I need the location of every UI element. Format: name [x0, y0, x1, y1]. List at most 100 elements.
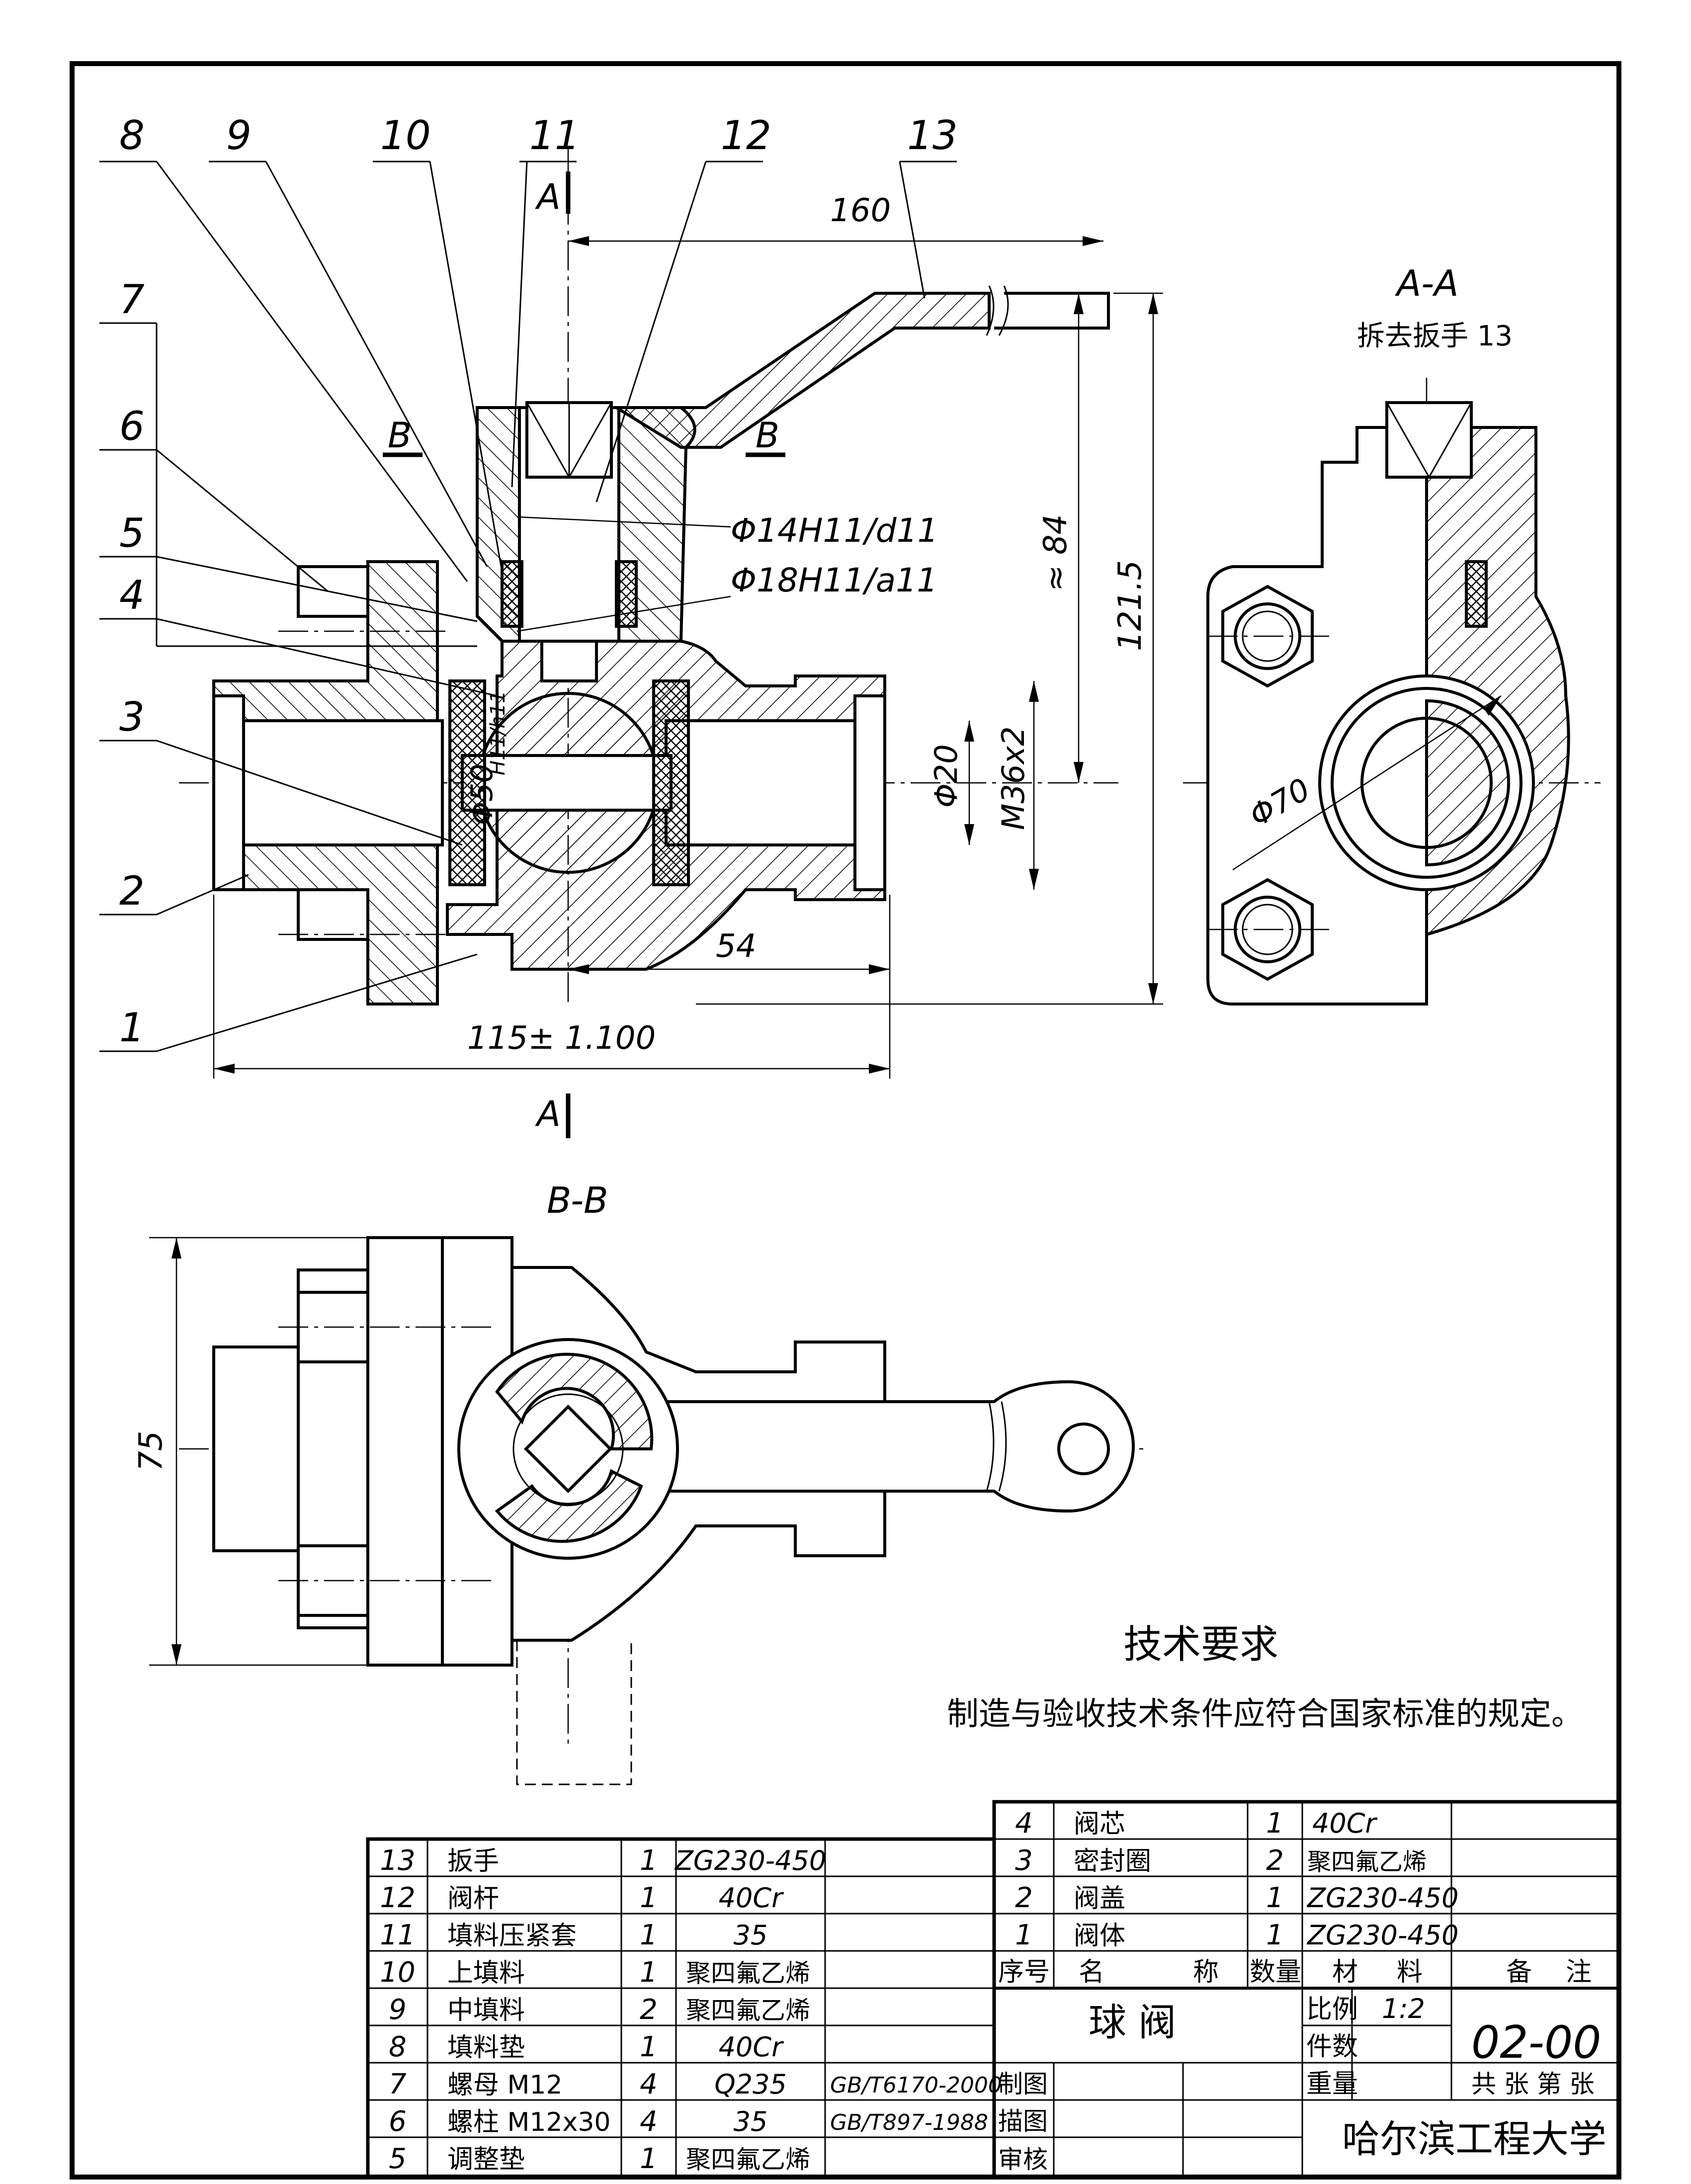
bom-right-rows: 4 阀芯 1 40Cr 3 密封圈 2 聚四氟乙烯 2 阀盖 1 ZG230-4… [998, 1807, 1592, 1987]
balloon-2: 2 [119, 868, 145, 914]
bom-qty: 1 [640, 1845, 658, 1877]
bom-mat: 聚四氟乙烯 [686, 2145, 810, 2174]
school-name: 哈尔滨工程大学 [1342, 2117, 1606, 2161]
balloon-12: 12 [721, 112, 771, 159]
tech-req-body: 制造与验收技术条件应符合国家标准的规定。 [947, 1696, 1583, 1733]
bom-qty: 1 [1266, 1919, 1284, 1951]
bom-no: 6 [389, 2105, 407, 2138]
scale-label: 比例 [1306, 1995, 1358, 2024]
bom-name: 阀芯 [1074, 1809, 1125, 1839]
bom-header-name-b: 称 [1193, 1957, 1219, 1987]
bom-name: 调整垫 [447, 2145, 525, 2175]
checked-label: 审核 [998, 2145, 1048, 2174]
balloon-9: 9 [226, 112, 252, 159]
fit-bonnet: Φ18H11/a11 [731, 561, 937, 599]
bom-no: 10 [380, 1956, 415, 1989]
bom-header-no: 序号 [998, 1957, 1050, 1987]
bom-left-rows: 13 扳手 1 ZG230-450 12 阀杆 1 40Cr 11 填料压紧套 … [380, 1845, 1002, 2175]
section-aa-note: 拆去扳手 13 [1357, 320, 1513, 352]
bom-mat: ZG230-450 [1306, 1882, 1458, 1914]
bom-mat: 聚四氟乙烯 [1307, 1848, 1427, 1876]
bom-mat: 40Cr [719, 1882, 784, 1914]
bom-qty: 2 [640, 1994, 658, 2026]
tech-req-title: 技术要求 [1123, 1622, 1278, 1667]
cut-label-a-top: A [535, 176, 561, 217]
bom-no: 7 [389, 2068, 407, 2100]
cut-label-a-bottom: A [535, 1093, 561, 1134]
balloon-6: 6 [119, 403, 145, 449]
bom-mat: 35 [734, 2106, 768, 2137]
bom-qty: 1 [640, 2031, 658, 2063]
bom-name: 填料压紧套 [447, 1921, 577, 1951]
bom-mat: Q235 [714, 2069, 787, 2100]
bom-mat: 35 [734, 1920, 768, 1951]
section-aa-label: A-A [1395, 262, 1459, 304]
bom-header-name-a: 名 [1079, 1957, 1104, 1987]
scale-value: 1:2 [1382, 1993, 1425, 2024]
bom-name: 阀体 [1074, 1921, 1125, 1951]
front-dimensions [213, 236, 1163, 1079]
balloon-13: 13 [907, 112, 958, 159]
bom-no: 8 [389, 2031, 407, 2063]
bom-qty: 1 [640, 1919, 658, 1951]
bom-qty: 1 [640, 2143, 658, 2175]
balloon-group [99, 161, 957, 1052]
bom-mat: 聚四氟乙烯 [686, 1959, 810, 1988]
bom-name: 阀盖 [1074, 1884, 1125, 1914]
bom-header-qty: 数量 [1250, 1957, 1301, 1987]
balloon-1: 1 [119, 1005, 145, 1051]
front-view [179, 149, 1118, 1138]
section-view-bb [149, 1236, 1143, 1785]
bom-mat: 聚四氟乙烯 [686, 1996, 810, 2025]
bom-qty: 4 [640, 2105, 658, 2138]
bom-qty: 2 [1266, 1845, 1284, 1877]
cut-label-b-right: B [756, 415, 779, 456]
side-view-aa [1183, 378, 1601, 1006]
part-name: 球 阀 [1089, 2000, 1176, 2044]
balloon-4: 4 [119, 572, 145, 618]
weight-label: 重量 [1306, 2069, 1358, 2099]
bom-mat: ZG230-450 [1306, 1920, 1458, 1951]
bom-right-grid [992, 1800, 1621, 2179]
bom-no: 1 [1015, 1919, 1033, 1951]
bom-no: 11 [380, 1919, 415, 1951]
dim-m36: M36x2 [995, 726, 1031, 830]
dim-75: 75 [133, 1431, 169, 1471]
bom-no: 4 [1015, 1807, 1033, 1840]
dim-115: 115± 1.100 [467, 1020, 656, 1057]
bom-header-mat-b: 料 [1397, 1957, 1423, 1987]
dim-d50: Φ50 [465, 763, 500, 825]
bom-qty: 4 [640, 2068, 658, 2100]
balloon-7: 7 [119, 276, 145, 323]
dim-160: 160 [830, 192, 891, 229]
dim-d20: Φ20 [928, 744, 964, 808]
bom-no: 12 [380, 1882, 415, 1914]
count-label: 件数 [1306, 2032, 1358, 2062]
bom-mat: 40Cr [719, 2031, 784, 2063]
bom-no: 5 [389, 2143, 407, 2175]
bom-no: 3 [1015, 1845, 1033, 1877]
bom-qty: 1 [1266, 1807, 1284, 1840]
bom-name: 扳手 [447, 1847, 499, 1876]
bom-note: GB/T6170-2000 [830, 2073, 1002, 2098]
bom-left-grid [366, 1837, 996, 2179]
bom-no: 13 [380, 1845, 415, 1877]
drawn-label: 制图 [998, 2070, 1048, 2099]
bom-mat: 40Cr [1312, 1808, 1377, 1839]
balloon-5: 5 [119, 510, 145, 556]
bom-name: 密封圈 [1074, 1847, 1151, 1876]
bom-name: 螺母 M12 [447, 2070, 563, 2100]
bom-header-mat-a: 材 [1332, 1957, 1358, 1987]
traced-label: 描图 [998, 2107, 1048, 2136]
bom-mat: ZG230-450 [674, 1845, 826, 1876]
bom-name: 阀杆 [447, 1884, 499, 1914]
bom-no: 9 [389, 1994, 407, 2026]
fit-stem: Φ14H11/d11 [731, 511, 938, 550]
bom-qty: 1 [640, 1956, 658, 1989]
bom-name: 螺柱 M12x30 [447, 2107, 611, 2137]
dim-54: 54 [716, 928, 756, 965]
drawing-number: 02-00 [1471, 2016, 1602, 2069]
bom-note: GB/T897-1988 [830, 2110, 988, 2135]
section-bb-label: B-B [547, 1179, 608, 1221]
